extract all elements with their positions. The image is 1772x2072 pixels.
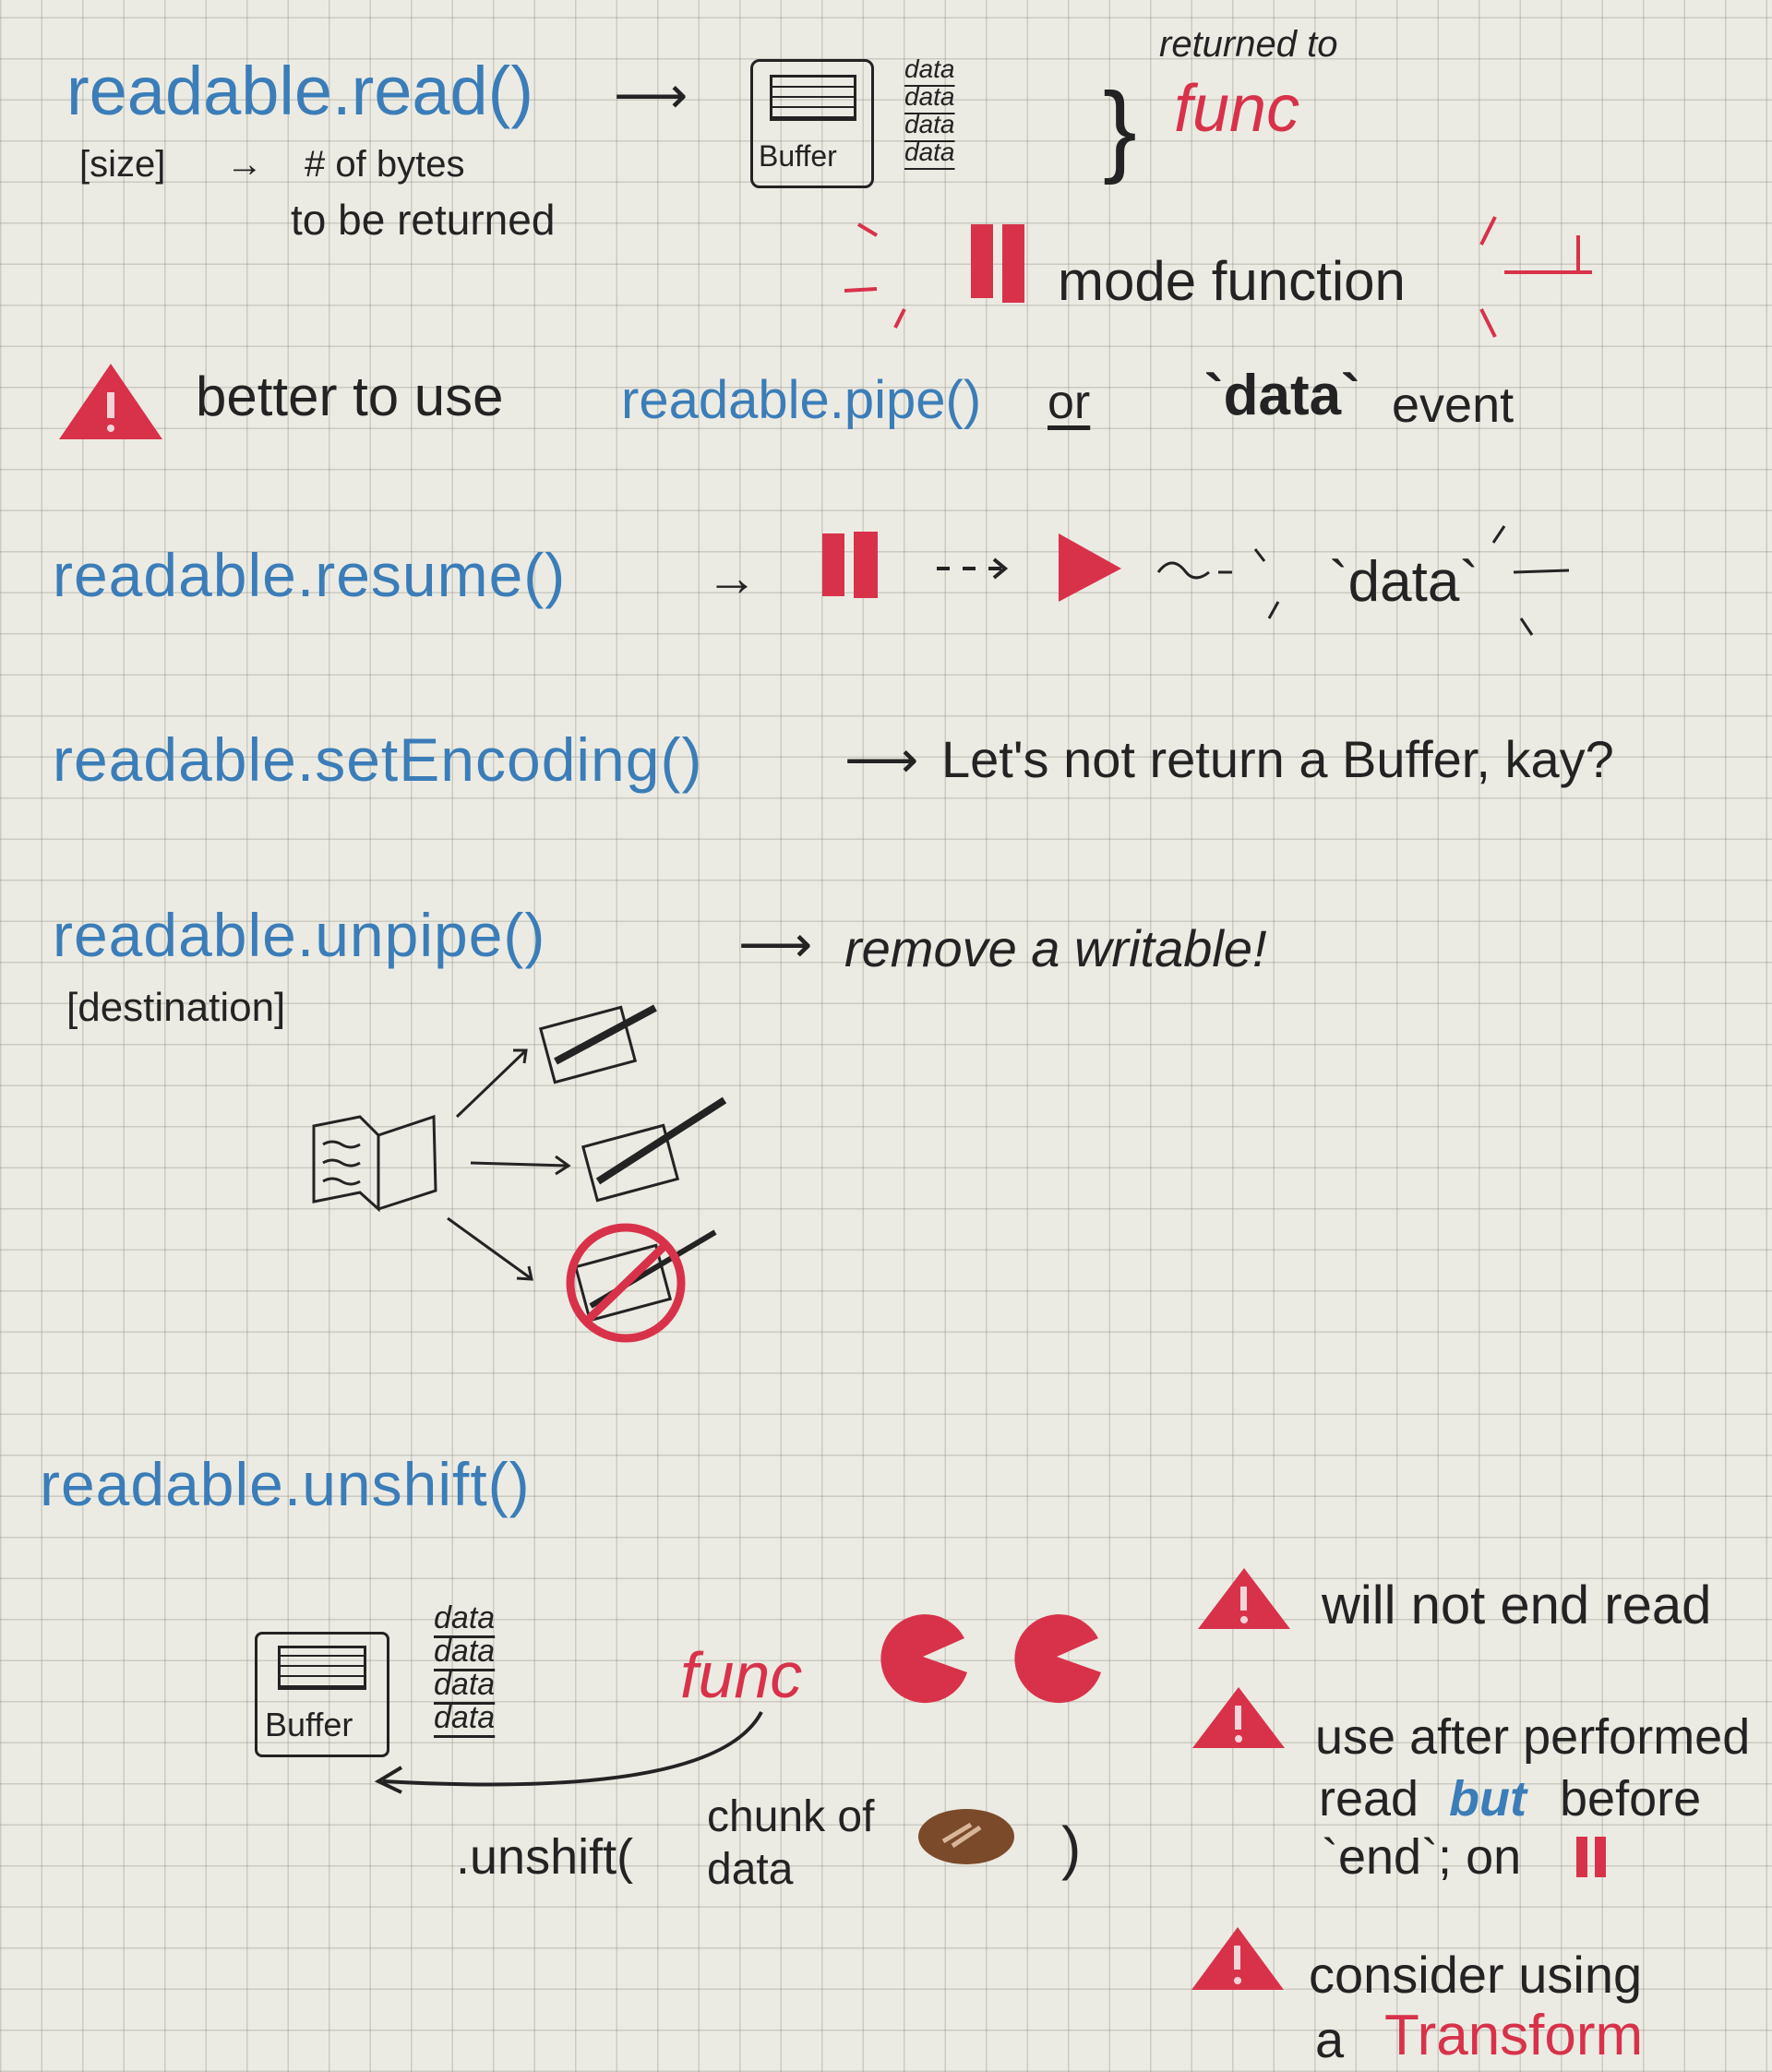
data-item: data bbox=[904, 110, 955, 138]
arrow: ⟶ bbox=[844, 730, 919, 788]
chunk-icon bbox=[918, 1809, 1014, 1864]
note-text: a bbox=[1315, 2010, 1345, 2068]
buffer-label: Buffer bbox=[265, 1706, 353, 1743]
pacman-icons bbox=[880, 1614, 1101, 1704]
data-item: data bbox=[904, 138, 955, 166]
event-label: event bbox=[1392, 377, 1515, 433]
chunk-label: chunk of bbox=[707, 1792, 875, 1841]
emit-burst-icon bbox=[1156, 525, 1570, 636]
resume-emits: `data` bbox=[1329, 550, 1479, 614]
buffer-label: Buffer bbox=[759, 139, 837, 173]
note-text: `end`; on bbox=[1322, 1829, 1522, 1885]
pause-to-play bbox=[822, 532, 1121, 602]
func-label: func bbox=[680, 1639, 803, 1711]
arrow: ⟶ bbox=[614, 66, 688, 124]
or-label: or bbox=[1048, 376, 1091, 429]
returned-to: returned to bbox=[1159, 24, 1338, 65]
data-list: data data data data bbox=[904, 55, 955, 166]
arrow: ⟶ bbox=[738, 915, 813, 973]
buffer-icon bbox=[770, 75, 856, 121]
pause-icon bbox=[822, 533, 844, 596]
data-item: data bbox=[904, 82, 955, 111]
mode-burst-icon bbox=[844, 216, 1592, 338]
data-list: data data data data bbox=[434, 1601, 495, 1734]
arrow: → bbox=[706, 548, 758, 606]
writable-icon bbox=[538, 1004, 657, 1084]
setencoding-method: readable.setEncoding() bbox=[53, 725, 703, 794]
warning-icon bbox=[1191, 1927, 1284, 1990]
unpipe-note: remove a writable! bbox=[844, 919, 1267, 977]
read-param-desc: to be returned bbox=[291, 196, 556, 244]
unshift-call: .unshift( bbox=[456, 1829, 634, 1885]
data-item: data bbox=[434, 1667, 496, 1702]
buffer-icon bbox=[278, 1646, 366, 1690]
read-param: [size] bbox=[79, 144, 166, 185]
note-text: read bbox=[1319, 1771, 1419, 1826]
read-method: readable.read() bbox=[66, 53, 533, 129]
close-paren: ) bbox=[1061, 1814, 1082, 1881]
brace: } bbox=[1103, 72, 1137, 186]
pause-icon bbox=[1576, 1837, 1606, 1877]
unshift-method: readable.unshift() bbox=[40, 1450, 531, 1518]
unpipe-param: [destination] bbox=[66, 985, 286, 1030]
warning-text: better to use bbox=[196, 365, 504, 427]
func-label: func bbox=[1174, 72, 1300, 146]
setencoding-note: Let's not return a Buffer, kay? bbox=[941, 730, 1614, 788]
resume-method: readable.resume() bbox=[53, 541, 567, 609]
chunk-label: data bbox=[707, 1845, 794, 1894]
readable-book-icon bbox=[312, 1114, 437, 1213]
transform-label: Transform bbox=[1384, 2004, 1644, 2067]
buffer-box: Buffer bbox=[255, 1632, 389, 1757]
pause-icon bbox=[1002, 224, 1024, 303]
data-item: data bbox=[904, 54, 955, 83]
chomp-icon bbox=[1014, 1614, 1101, 1704]
data-item: data bbox=[434, 1700, 496, 1735]
mode-note: mode function bbox=[1058, 250, 1406, 312]
note-text: will not end read bbox=[1322, 1575, 1712, 1635]
note-text: before bbox=[1560, 1771, 1702, 1826]
note-text: use after performed bbox=[1315, 1709, 1751, 1765]
note-text: consider using bbox=[1309, 1946, 1643, 2004]
note-text-but: but bbox=[1449, 1771, 1527, 1826]
warning-icon bbox=[1198, 1568, 1290, 1629]
data-event-name: `data` bbox=[1204, 364, 1360, 427]
play-icon bbox=[1059, 533, 1121, 602]
arrow: → bbox=[226, 144, 263, 185]
data-item: data bbox=[434, 1634, 496, 1669]
unpipe-method: readable.unpipe() bbox=[53, 901, 546, 969]
warning-icon bbox=[1192, 1687, 1285, 1748]
chomp-icon bbox=[880, 1614, 967, 1704]
pipe-method: readable.pipe() bbox=[621, 370, 982, 430]
read-param-desc: # of bytes bbox=[305, 144, 465, 185]
writable-icon bbox=[581, 1096, 727, 1203]
unpipe-diagram bbox=[312, 1004, 727, 1343]
curved-arrow-icon bbox=[374, 1711, 763, 1794]
buffer-box: Buffer bbox=[750, 59, 874, 188]
prohibited-icon bbox=[566, 1223, 686, 1343]
data-item: data bbox=[434, 1600, 496, 1635]
warning-icon bbox=[59, 364, 162, 439]
